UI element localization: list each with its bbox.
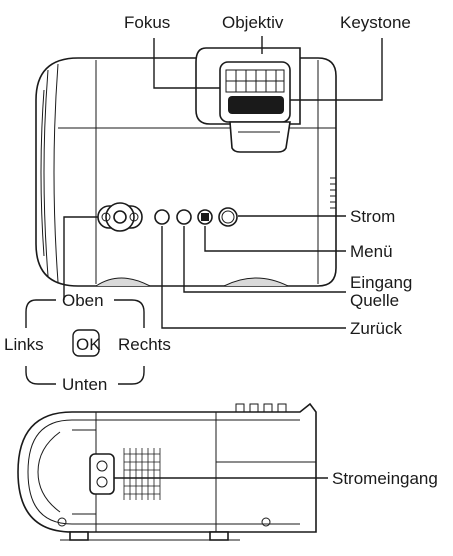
foot-left xyxy=(69,531,89,541)
focus-wheel xyxy=(225,69,285,93)
dpad-callout: Oben Unten Links Rechts OK xyxy=(4,291,171,394)
power-input-port xyxy=(89,453,115,495)
dpad-ok-label: OK xyxy=(76,335,101,354)
dpad-up-label: Oben xyxy=(62,291,104,310)
dpad-down-label: Unten xyxy=(62,375,107,394)
dpad-right-label: Rechts xyxy=(118,335,171,354)
label-focus: Fokus xyxy=(124,13,170,32)
label-source: Quelle xyxy=(350,291,399,310)
label-power-input: Stromeingang xyxy=(332,469,438,488)
speaker-grille-right xyxy=(223,277,289,287)
foot-right xyxy=(209,531,229,541)
top-buttons xyxy=(235,403,287,413)
label-input: Eingang xyxy=(350,273,412,292)
projector-side-view: Stromeingang xyxy=(17,402,438,541)
ok-button[interactable] xyxy=(72,329,100,357)
label-keystone: Keystone xyxy=(340,13,411,32)
keystone-wheel xyxy=(228,96,284,114)
label-menu: Menü xyxy=(350,242,393,261)
back-button[interactable] xyxy=(154,209,170,225)
side-vent xyxy=(330,177,336,209)
label-back: Zurück xyxy=(350,319,402,338)
label-lens: Objektiv xyxy=(222,13,284,32)
speaker-grille-left xyxy=(95,277,151,287)
source-button[interactable] xyxy=(176,209,192,225)
projector-top-view: Fokus Objektiv Keystone Strom Menü Einga… xyxy=(35,13,412,338)
control-panel xyxy=(97,202,238,232)
label-power: Strom xyxy=(350,207,395,226)
dpad-left-label: Links xyxy=(4,335,44,354)
